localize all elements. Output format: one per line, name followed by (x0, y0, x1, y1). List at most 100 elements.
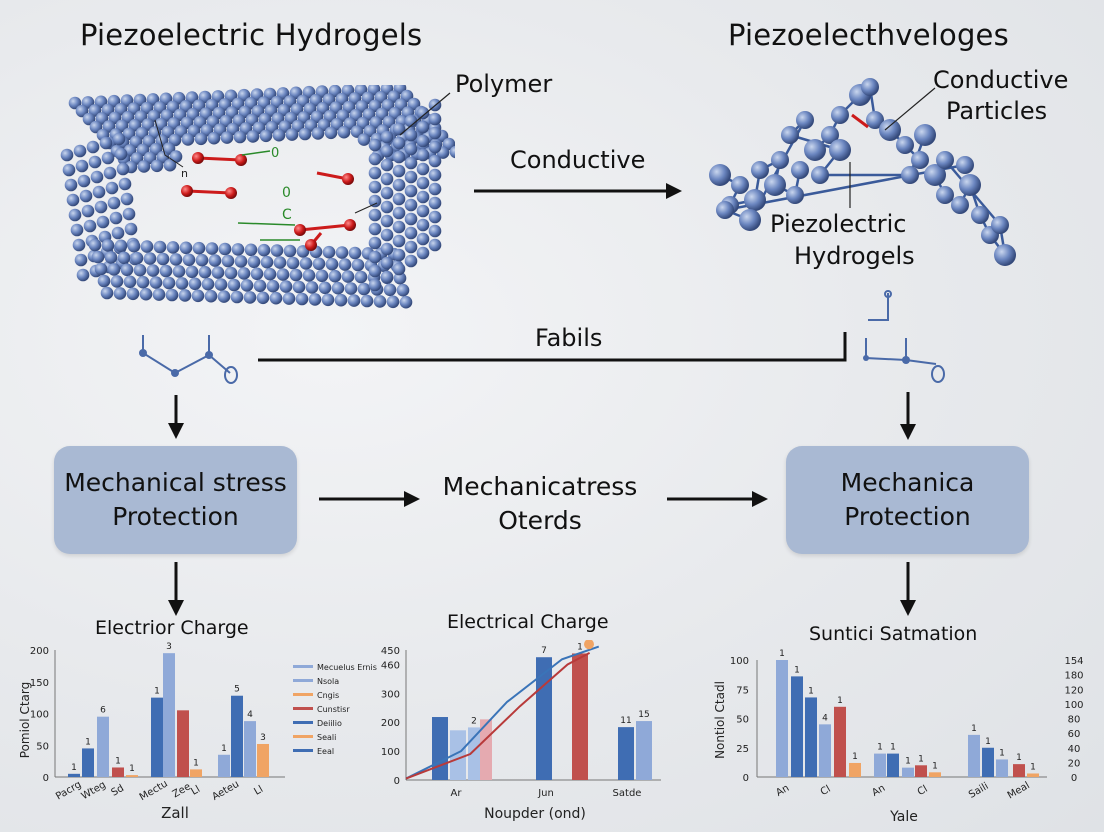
lattice-sphere (335, 246, 349, 259)
lattice-mark-2: C (282, 207, 292, 223)
lattice-sphere (112, 132, 126, 146)
lattice-sphere (392, 178, 406, 192)
lattice-sphere (380, 214, 394, 228)
lattice-sphere (122, 207, 136, 221)
lattice-sphere (392, 220, 406, 234)
lattice-sphere (380, 200, 394, 214)
bar (929, 772, 941, 777)
lattice-sphere (237, 267, 251, 280)
label-conductive-particles-2: Particles (946, 97, 1048, 125)
chain-sphere (951, 196, 969, 214)
lattice-sphere (257, 243, 271, 257)
legend-label: Cngis (317, 691, 339, 700)
x-tick-label: Ll (189, 784, 202, 798)
lattice-sphere (308, 293, 322, 306)
bar (244, 721, 256, 777)
chain-sphere (994, 244, 1016, 266)
lattice-sphere (322, 245, 336, 259)
lattice-sphere (428, 196, 442, 210)
lattice-sphere (178, 289, 192, 302)
lattice-sphere (416, 148, 430, 162)
chain-sphere (821, 126, 839, 144)
box-right-line-2: Protection (844, 502, 971, 531)
lattice-spheres (60, 85, 455, 309)
lattice-sphere (137, 160, 151, 173)
bar (776, 660, 788, 777)
lattice-sphere (259, 129, 273, 143)
y-tick-label: 460 (381, 660, 400, 671)
lattice-sphere (181, 133, 195, 146)
bar-data-label: 1 (154, 687, 160, 697)
bar-data-label: 2 (471, 716, 477, 726)
lattice-sphere (392, 150, 406, 164)
bar (432, 717, 448, 780)
y-tick-label: 0 (43, 773, 49, 784)
title-left: Piezoelectric Hydrogels (80, 18, 423, 52)
x-axis-label: Noupder (ond) (484, 806, 586, 822)
x-tick-label: An (774, 783, 791, 799)
bar-data-label: 3 (166, 642, 172, 652)
bar-data-label: 15 (638, 710, 649, 720)
y2-tick-label: 80 (1068, 715, 1081, 726)
lattice-sphere (107, 196, 121, 210)
lattice-sphere (99, 136, 113, 150)
lattice-sphere (404, 254, 418, 268)
lattice-sphere (392, 164, 406, 178)
lattice-sphere (220, 131, 234, 144)
small-molecule-left (139, 335, 238, 384)
bar (618, 727, 634, 780)
lattice-sphere (404, 170, 418, 184)
lattice-sphere (368, 152, 382, 166)
lattice-sphere (101, 239, 115, 252)
lattice-sphere (357, 133, 371, 146)
lattice-sphere (217, 290, 231, 303)
fabils-connector-line (258, 332, 847, 362)
lattice-sphere (325, 257, 339, 271)
lattice-sphere (107, 263, 121, 276)
lattice-sphere (163, 158, 177, 172)
lattice-sphere (150, 159, 164, 173)
x-tick-label: Sd (109, 783, 126, 799)
y2-tick-label: 180 (1064, 671, 1083, 682)
chain-sphere (831, 106, 849, 124)
bar-data-label: 1 (808, 686, 814, 696)
box-mechanicatress-oterds: Mechanicatress Oterds (430, 470, 650, 538)
chain-sphere (914, 124, 936, 146)
bar-data-label: 1 (837, 696, 843, 706)
lattice-sphere (96, 215, 110, 229)
lattice-sphere (240, 279, 254, 292)
bar (982, 747, 994, 777)
lattice-sphere (416, 232, 430, 246)
bar (636, 721, 652, 780)
bar-data-label: 1 (971, 724, 977, 734)
bar-data-label: 1 (577, 642, 583, 652)
bar-data-label: 1 (877, 743, 883, 753)
lattice-sphere (368, 236, 382, 250)
lattice-sphere (416, 176, 430, 190)
lattice-sphere (272, 128, 286, 142)
y-axis-label: Pomiol Ctarg (18, 682, 32, 758)
bar-data-label: 1 (779, 649, 785, 659)
lattice-sphere (404, 240, 418, 254)
y2-tick-label: 20 (1068, 758, 1081, 769)
chart1-title: Electrior Charge (95, 617, 249, 639)
legend-swatch (293, 721, 313, 724)
hydrogels-leader-line (849, 162, 851, 208)
bar-data-label: 5 (234, 685, 240, 695)
chain-sphere (791, 161, 809, 179)
legend-label: Seali (317, 733, 336, 742)
lattice-sphere (143, 252, 157, 265)
x-tick-label: Mectu (138, 778, 170, 803)
arrow-left-to-middle (319, 491, 420, 507)
lattice-sphere (449, 145, 455, 159)
lattice-sphere (192, 241, 206, 255)
lattice-sphere (90, 170, 104, 184)
series-line (405, 652, 591, 780)
lattice-sphere (120, 263, 134, 277)
lattice-sphere (368, 250, 382, 264)
bar (163, 653, 175, 777)
lattice-sphere (368, 278, 382, 292)
chart2-title: Electrical Charge (447, 611, 609, 633)
legend-label: Deiilio (317, 719, 342, 728)
lattice-sphere (66, 193, 80, 207)
